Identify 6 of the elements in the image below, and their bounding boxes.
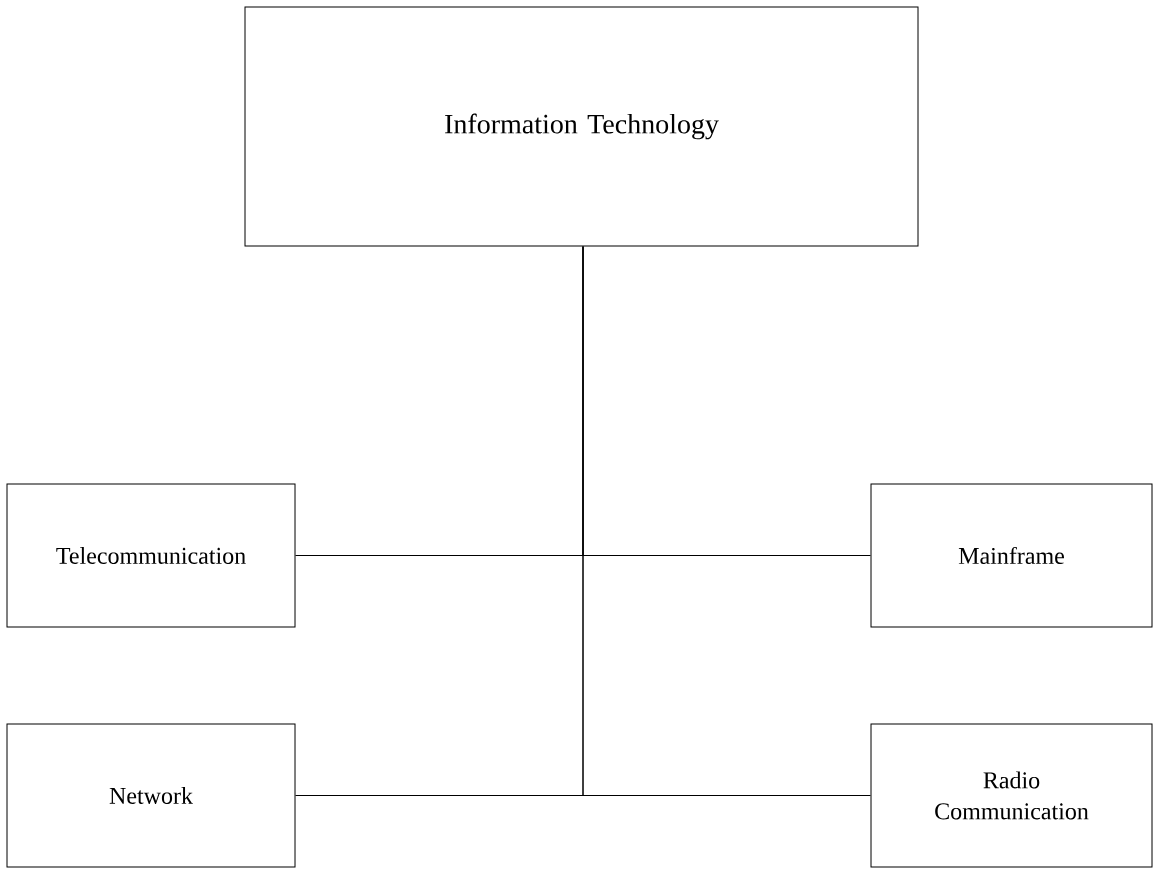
connector-line [582, 246, 871, 796]
root-box: Information Technology [244, 6, 919, 247]
category-box: Mainframe [870, 483, 1153, 628]
category-box: Radio Communication [870, 723, 1153, 868]
category-box: Telecommunication [6, 483, 296, 628]
category-box: Network [6, 723, 296, 868]
